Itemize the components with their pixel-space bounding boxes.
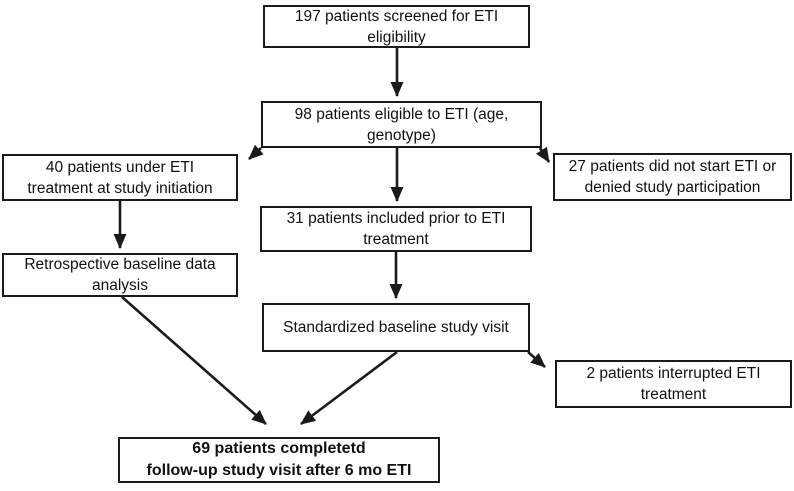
box-did-not-start: 27 patients did not start ETI or denied … (553, 153, 792, 201)
box-screened: 197 patients screened for ETI eligibilit… (263, 5, 530, 48)
box-standardized-visit: Standardized baseline study visit (262, 303, 530, 352)
box-eligible-text: 98 patients eligible to ETI (age, genoty… (294, 105, 509, 144)
box-completed-followup: 69 patients completetd follow-up study v… (118, 437, 440, 483)
box-included-prior: 31 patients included prior to ETI treatm… (260, 206, 532, 252)
box-interrupted-treatment: 2 patients interrupted ETI treatment (555, 360, 792, 408)
arrow-retro-to-completed (121, 296, 267, 425)
box-completed-followup-text: 69 patients completetd follow-up study v… (146, 440, 412, 479)
box-interrupted-treatment-text: 2 patients interrupted ETI treatment (586, 365, 761, 403)
box-screened-text: 197 patients screened for ETI eligibilit… (294, 7, 499, 46)
box-did-not-start-text: 27 patients did not start ETI or denied … (568, 158, 777, 196)
arrow-standardized-to-interrupted (527, 351, 546, 368)
arrow-standardized-to-completed (300, 350, 398, 426)
box-retrospective-analysis-text: Retrospective baseline data analysis (24, 256, 216, 294)
arrow-eligible-to-under (248, 144, 264, 160)
arrow-eligible-to-notstart (535, 146, 551, 163)
box-under-eti-treatment-text: 40 patients under ETI treatment at study… (27, 158, 213, 197)
box-included-prior-text: 31 patients included prior to ETI treatm… (286, 210, 506, 248)
box-eligible: 98 patients eligible to ETI (age, genoty… (261, 101, 542, 148)
box-standardized-visit-text: Standardized baseline study visit (283, 319, 509, 336)
box-under-eti-treatment: 40 patients under ETI treatment at study… (2, 154, 238, 201)
box-retrospective-analysis: Retrospective baseline data analysis (2, 253, 238, 297)
